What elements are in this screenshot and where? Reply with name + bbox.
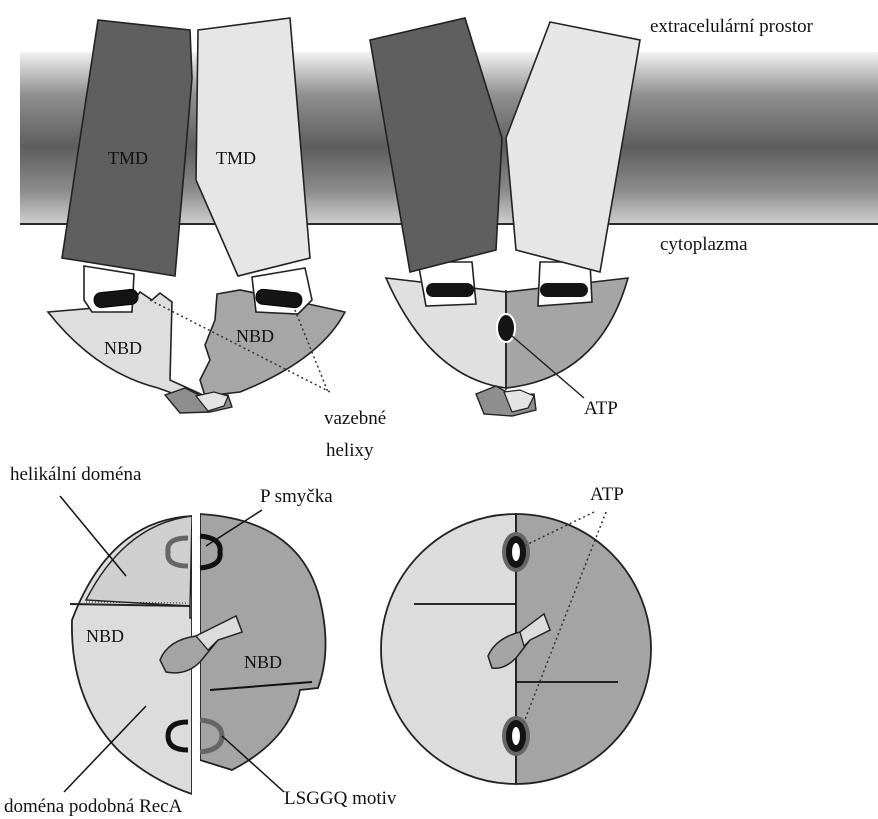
label-tmd-right: TMD (216, 148, 256, 168)
nbd-dimer-detail-closed (381, 512, 651, 784)
coupling-helix-left-closed (426, 283, 474, 297)
label-atp-bottom: ATP (590, 484, 624, 505)
label-nbd-bottom-right: NBD (244, 652, 282, 672)
coupling-helix-right-closed (540, 283, 588, 297)
atp-binding-site-closed (497, 314, 515, 342)
label-p-loop: P smyčka (260, 486, 333, 507)
helical-domain-pointer (60, 496, 126, 576)
label-nbd-top-left: NBD (104, 338, 142, 358)
nbd-dimer-detail-open (60, 496, 326, 798)
label-lsggq-motif: LSGGQ motiv (284, 788, 397, 809)
atp-site-lower-core (512, 727, 520, 745)
label-extracellular: extracelulární prostor (650, 16, 814, 37)
label-helical-domain: helikální doména (10, 464, 142, 485)
label-tmd-left: TMD (108, 148, 148, 168)
label-cytoplasm: cytoplazma (660, 234, 748, 255)
helical-subdomain (86, 516, 192, 606)
atp-site-upper-core (512, 543, 520, 561)
tmd-right-open (196, 18, 310, 276)
nbd-closed-right-half (516, 514, 651, 784)
label-nbd-bottom-left: NBD (86, 626, 124, 646)
label-reca-domain: doména podobná RecA (4, 796, 183, 817)
label-coupling-helices-2: helixy (326, 440, 374, 461)
label-atp-top: ATP (584, 398, 618, 419)
label-nbd-top-right: NBD (236, 326, 274, 346)
label-coupling-helices-1: vazebné (324, 408, 386, 429)
